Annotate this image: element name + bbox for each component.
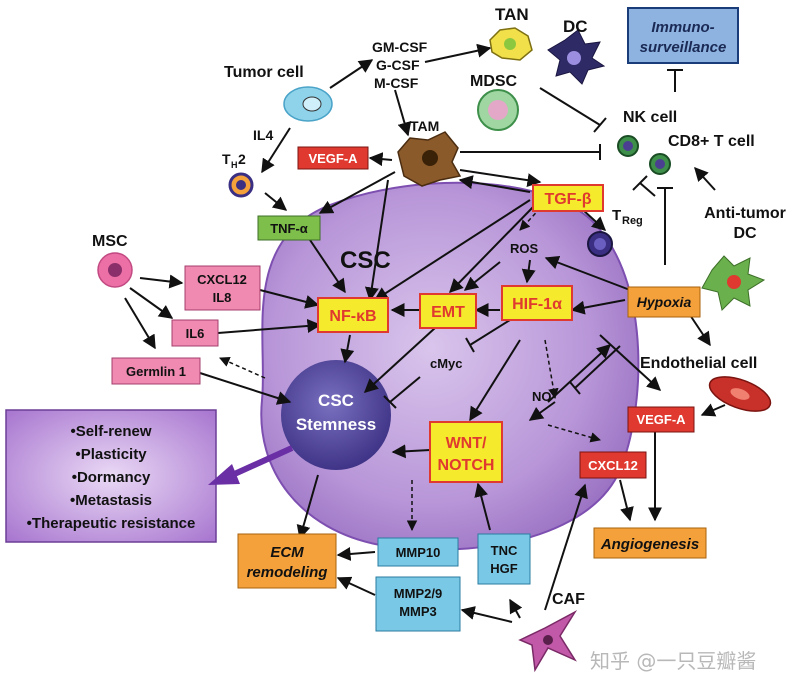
csc-label: CSC xyxy=(340,247,391,274)
hif1a-box xyxy=(501,285,573,321)
hypoxia-label: Hypoxia xyxy=(637,294,692,310)
il4-label: IL4 xyxy=(253,127,273,143)
vegfa-right-box xyxy=(627,406,695,433)
nfkb-label: NF-κB xyxy=(329,308,376,325)
tam-cell-icon xyxy=(397,131,462,187)
property-item: •Metastasis xyxy=(70,492,152,509)
il6-label: IL6 xyxy=(186,326,205,341)
ecm-box xyxy=(237,533,337,589)
cxcl12-il8-box xyxy=(184,265,261,311)
vegfa-top-label: VEGF-A xyxy=(308,151,358,166)
angiogenesis-label: Angiogenesis xyxy=(600,536,699,553)
tgfb-label: TGF-β xyxy=(544,191,591,208)
msc-cell-icon xyxy=(97,252,133,288)
angiogenesis-box xyxy=(593,527,707,559)
vegfa-right-label: VEGF-A xyxy=(636,412,686,427)
caf-label: CAF xyxy=(552,591,585,608)
hif1a-label: HIF-1α xyxy=(512,296,562,313)
property-item: •Self-renew xyxy=(70,423,151,440)
property-item: •Dormancy xyxy=(72,469,151,486)
germlin-label: Germlin 1 xyxy=(126,364,186,379)
cd8-cell-icon xyxy=(649,153,671,175)
th2-t: T xyxy=(222,151,231,167)
arrows xyxy=(124,43,726,623)
mmp10-box xyxy=(377,537,459,567)
mmp10-label: MMP10 xyxy=(396,545,441,560)
vegfa-top-box xyxy=(297,146,369,170)
dc-cell-icon xyxy=(547,29,606,85)
treg-cell-icon xyxy=(587,231,613,257)
tnc-label-2: HGF xyxy=(490,561,518,576)
nk-cell-icon xyxy=(617,135,639,157)
anti-tumor-label-2: DC xyxy=(733,225,757,242)
stemness-label-1: CSC xyxy=(318,391,354,410)
cd8-label: CD8+ T cell xyxy=(668,133,755,150)
tam-label: TAM xyxy=(410,118,439,134)
emt-label: EMT xyxy=(431,304,465,321)
ecm-label-1: ECM xyxy=(270,544,304,561)
no-label: NO xyxy=(532,389,552,404)
wnt-label-2: NOTCH xyxy=(438,457,495,474)
cxcl12-il8-label-1: CXCL12 xyxy=(197,272,247,287)
germlin-box xyxy=(111,357,201,385)
stemness-label-2: Stemness xyxy=(296,415,376,434)
immuno-label-2: surveillance xyxy=(640,39,727,56)
dc-top-label: DC xyxy=(563,17,588,36)
treg-t: T xyxy=(612,207,621,224)
nk-cell-label: NK cell xyxy=(623,109,677,126)
csf-label-2: G-CSF xyxy=(376,57,420,73)
cxcl12-right-box xyxy=(579,451,647,479)
csf-label-1: GM-CSF xyxy=(372,39,428,55)
properties-panel xyxy=(5,409,217,543)
property-item: •Therapeutic resistance xyxy=(27,515,196,532)
th2-2: 2 xyxy=(238,151,246,167)
ecm-label-2: remodeling xyxy=(247,564,328,581)
tumor-cell-icon xyxy=(283,86,333,122)
il6-box xyxy=(171,319,219,347)
mdsc-label: MDSC xyxy=(470,73,518,90)
caf-cell-icon xyxy=(518,610,578,673)
endothelial-label: Endothelial cell xyxy=(640,355,757,372)
wnt-notch-box xyxy=(429,421,503,483)
th2-cell-icon xyxy=(228,172,254,198)
mdsc-cell-icon xyxy=(477,89,519,131)
endothelial-cell-icon xyxy=(708,376,772,412)
mmp29-label-1: MMP2/9 xyxy=(394,586,442,601)
immunosurveillance-box xyxy=(627,7,739,64)
cxcl12-right-label: CXCL12 xyxy=(588,458,638,473)
cxcl12-il8-label-2: IL8 xyxy=(213,290,232,305)
tumor-cell-label: Tumor cell xyxy=(224,64,304,81)
msc-label: MSC xyxy=(92,233,128,250)
emt-box xyxy=(419,293,477,329)
tan-cell-icon xyxy=(489,27,533,61)
tnc-label-1: TNC xyxy=(491,543,518,558)
treg-reg: Reg xyxy=(622,215,643,227)
tgfb-box xyxy=(532,184,604,212)
tan-label: TAN xyxy=(495,5,529,24)
mmp29-label-2: MMP3 xyxy=(399,604,437,619)
cmyc-label: cMyc xyxy=(430,356,463,371)
tnfa-label: TNF-α xyxy=(270,221,308,236)
immuno-label-1: Immuno- xyxy=(651,19,714,36)
anti-tumor-label-1: Anti-tumor xyxy=(704,205,786,222)
nfkb-box xyxy=(317,297,389,333)
mmp29-box xyxy=(375,576,461,632)
watermark-text: 知乎 @一只豆瓣酱 xyxy=(590,649,756,673)
property-item: •Plasticity xyxy=(75,446,147,463)
ros-label: ROS xyxy=(510,241,539,256)
hypoxia-box xyxy=(627,286,701,318)
tnfa-box xyxy=(257,215,321,241)
csf-label-3: M-CSF xyxy=(374,75,419,91)
th2-h: H xyxy=(231,160,238,170)
wnt-label-1: WNT/ xyxy=(446,435,487,452)
tnc-hgf-box xyxy=(477,533,531,585)
anti-tumor-dc-icon xyxy=(701,255,766,311)
stemness-core xyxy=(281,360,391,470)
